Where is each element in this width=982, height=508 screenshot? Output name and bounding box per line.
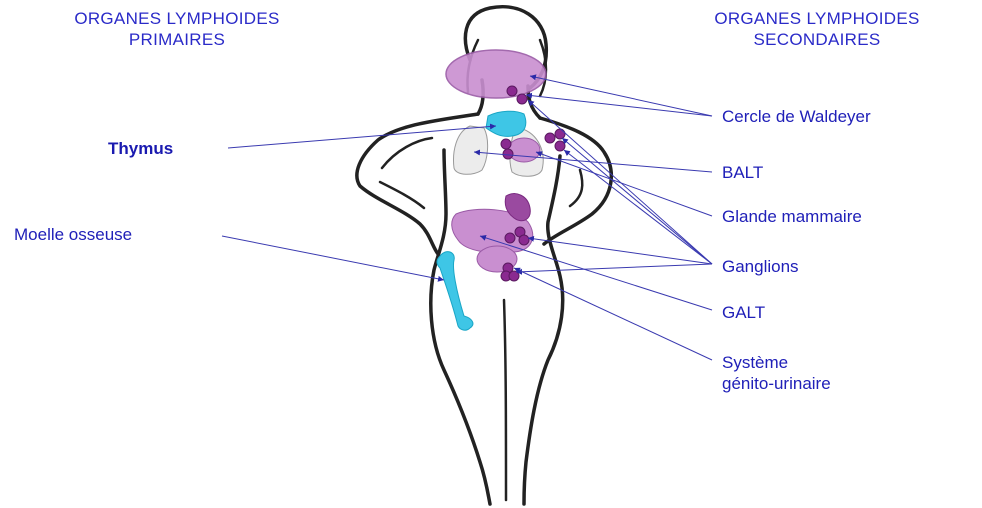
left-lung [454, 126, 488, 174]
heading-primary-line2: PRIMAIRES [12, 29, 342, 50]
ganglion-node [517, 94, 527, 104]
label-galt: GALT [722, 302, 765, 323]
left-arm-inner [382, 138, 432, 168]
leader-genito [514, 268, 712, 360]
right-arm-inner [570, 170, 582, 206]
femur [437, 252, 473, 331]
leader-mammaire [536, 152, 712, 216]
ganglion-node [545, 133, 555, 143]
leader-ganglions-2 [562, 138, 712, 264]
label-waldeyer: Cercle de Waldeyer [722, 106, 871, 127]
waldeyer-ring [446, 50, 546, 98]
ganglion-node [503, 149, 513, 159]
ganglion-node [501, 139, 511, 149]
thymus-organ [486, 111, 526, 136]
heading-secondary: ORGANES LYMPHOIDES SECONDAIRES [652, 8, 982, 50]
heading-primary: ORGANES LYMPHOIDES PRIMAIRES [12, 8, 342, 50]
label-thymus: Thymus [108, 138, 173, 159]
leader-moelle [222, 236, 444, 280]
heading-secondary-line1: ORGANES LYMPHOIDES [652, 8, 982, 29]
heading-secondary-line2: SECONDAIRES [652, 29, 982, 50]
inner-leg [504, 300, 506, 500]
ganglion-node [555, 129, 565, 139]
mammary-gland [508, 138, 540, 162]
label-ganglions: Ganglions [722, 256, 799, 277]
label-glande-mammaire: Glande mammaire [722, 206, 862, 227]
leader-ganglions-3 [564, 150, 712, 264]
leader-ganglions-5 [516, 264, 712, 272]
ganglion-node [555, 141, 565, 151]
leader-waldeyer-2 [526, 95, 712, 116]
ganglion-node [507, 86, 517, 96]
leader-waldeyer [530, 76, 712, 116]
ganglion-node [509, 271, 519, 281]
heading-primary-line1: ORGANES LYMPHOIDES [12, 8, 342, 29]
label-balt: BALT [722, 162, 763, 183]
ganglion-node [519, 235, 529, 245]
ganglion-node [505, 233, 515, 243]
label-genito-line2: génito-urinaire [722, 373, 831, 394]
label-moelle-osseuse: Moelle osseuse [14, 224, 132, 245]
label-genito-line1: Système [722, 352, 788, 373]
